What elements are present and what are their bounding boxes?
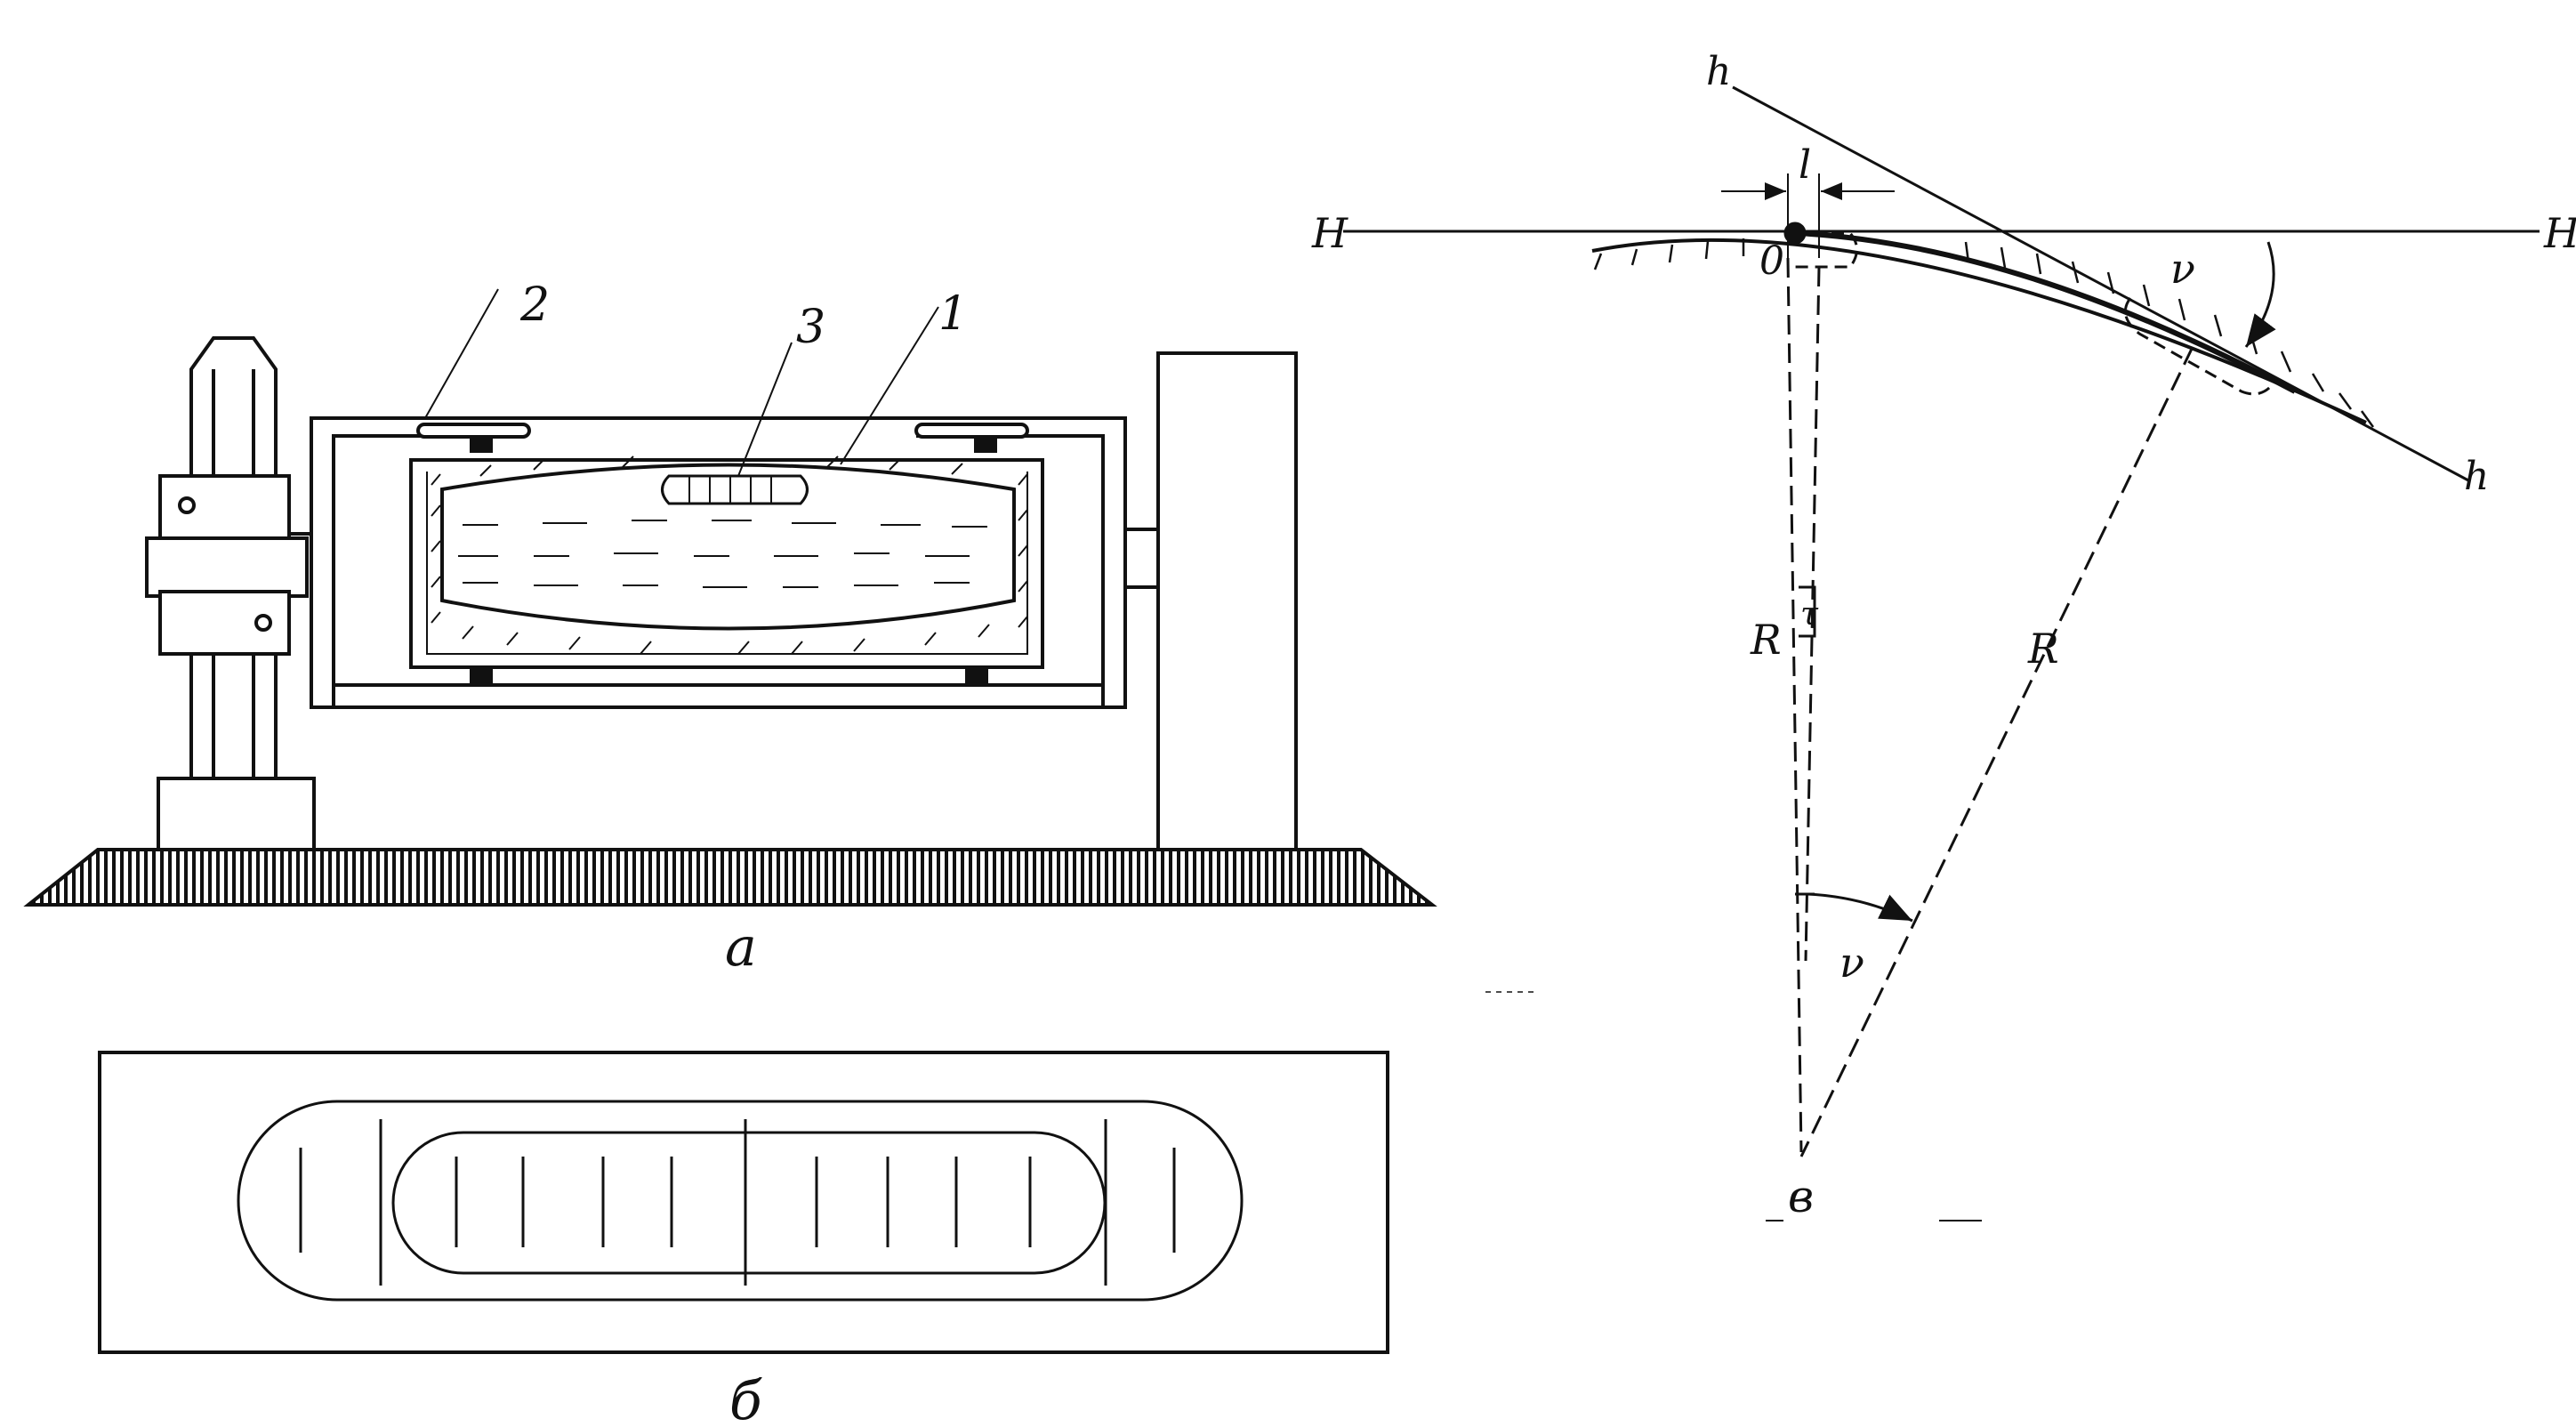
bubble-top-view — [391, 1131, 1107, 1275]
label-angle-bottom: ν — [1839, 939, 1864, 987]
figure-a-caption: а — [725, 916, 757, 979]
vial-inner-wall — [426, 472, 1028, 655]
right-post — [1156, 351, 1298, 851]
angle-arc-bottom — [1807, 892, 1913, 923]
label-angle-top: ν — [2170, 245, 2195, 293]
left-column — [189, 336, 278, 850]
base-plate — [23, 848, 1437, 907]
callout-3: 3 — [796, 301, 825, 354]
vial-arc — [1591, 238, 2367, 424]
vial-top-frame — [98, 1051, 1389, 1354]
label-point-o: 0 — [1759, 238, 1784, 284]
label-radius-right: R — [2027, 625, 2059, 673]
column-clamp-lower — [158, 590, 291, 656]
label-tangent-top: h — [1706, 49, 1731, 94]
figure-c-geometry — [1343, 85, 2540, 1221]
column-foot — [157, 777, 316, 851]
vial-outer-slot — [237, 1100, 1244, 1302]
label-radius-left: R — [1750, 616, 1782, 664]
label-tau: τ — [1800, 596, 1819, 633]
label-tangent-bottom: h — [2464, 454, 2489, 499]
radius-vertical-1 — [1786, 257, 1803, 1153]
angle-arc-top — [2244, 241, 2276, 348]
vial-arc-thick — [1796, 230, 2297, 394]
screw-upper — [178, 496, 196, 514]
screw-lower — [254, 614, 272, 632]
figure-b-caption: б — [729, 1370, 762, 1427]
figure-a-level-assembly — [23, 288, 1437, 907]
radius-vertical-2 — [1804, 266, 1821, 962]
column-clamp-band — [145, 536, 309, 598]
bubble — [661, 474, 809, 505]
bubble-displaced — [2123, 297, 2279, 396]
leader-1 — [840, 306, 939, 465]
callout-2: 2 — [519, 278, 550, 332]
label-length-l: l — [1799, 142, 1811, 188]
spring-plate-left — [416, 423, 531, 439]
label-horizontal-right: Н — [2543, 209, 2576, 257]
leader-3 — [737, 342, 793, 477]
vial-cavity — [440, 463, 1016, 631]
figure-b-top-view — [98, 1051, 1389, 1354]
spring-plate-right — [914, 423, 1029, 439]
tangent-line — [1732, 85, 2469, 482]
radius-slanted — [1799, 346, 2194, 1157]
label-center: в — [1788, 1171, 1814, 1222]
callout-1: 1 — [938, 287, 968, 341]
point-o — [1783, 222, 1807, 245]
outer-frame — [310, 416, 1127, 709]
glass-vial-outer — [409, 458, 1044, 669]
label-horizontal-left: Н — [1311, 209, 1348, 257]
leader-2 — [424, 288, 499, 419]
